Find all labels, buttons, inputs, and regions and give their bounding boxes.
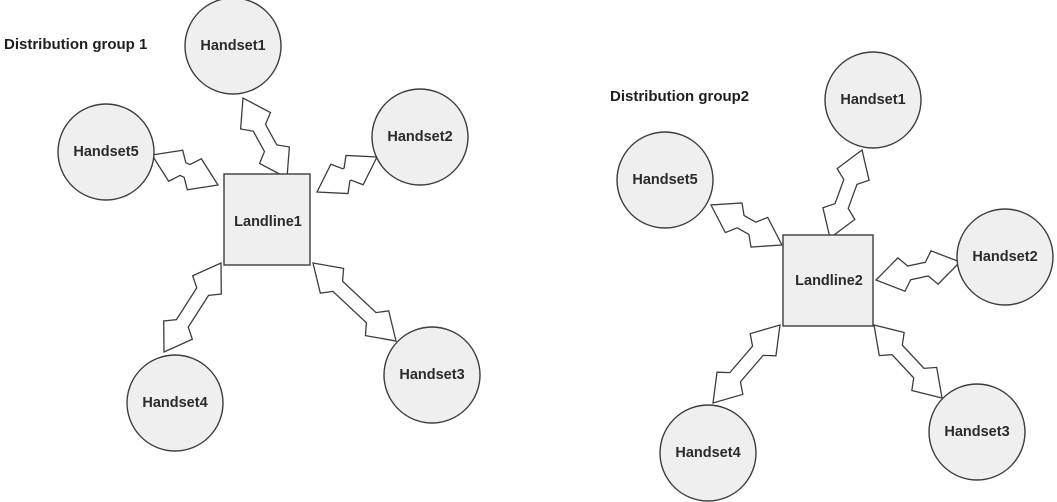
node-g1-handset4[interactable] xyxy=(126,354,224,452)
node-label-landline2: Landline2 xyxy=(795,273,863,289)
node-g2-handset2[interactable] xyxy=(956,208,1054,306)
node-label-g1-handset4: Handset4 xyxy=(142,395,207,411)
node-g1-handset2[interactable] xyxy=(371,88,469,186)
nodes-layer: Landline1Handset1Handset2Handset3Handset… xyxy=(57,0,1054,502)
node-label-landline1: Landline1 xyxy=(234,214,302,230)
node-label-g2-handset2: Handset2 xyxy=(972,249,1037,265)
g2-link-handset4[interactable] xyxy=(712,324,781,404)
node-label-g1-handset1: Handset1 xyxy=(200,38,265,54)
node-label-g1-handset3: Handset3 xyxy=(399,367,464,383)
node-g2-handset4[interactable] xyxy=(659,404,757,502)
node-label-g2-handset1: Handset1 xyxy=(840,92,905,108)
node-g1-handset5[interactable] xyxy=(57,103,155,201)
group-title-group-1: Distribution group 1 xyxy=(4,36,147,53)
node-g2-handset3[interactable] xyxy=(928,383,1026,481)
node-label-g2-handset3: Handset3 xyxy=(944,424,1009,440)
titles-layer: Distribution group 1 Distribution group2 xyxy=(4,36,749,105)
node-g1-handset3[interactable] xyxy=(383,326,481,424)
g1-link-handset3[interactable] xyxy=(312,262,397,342)
g1-link-handset1[interactable] xyxy=(239,96,291,180)
g1-link-handset4[interactable] xyxy=(163,261,222,354)
g2-link-handset1[interactable] xyxy=(822,148,870,240)
node-label-g2-handset5: Handset5 xyxy=(632,172,697,188)
node-g1-handset1[interactable] xyxy=(184,0,282,95)
node-label-g1-handset5: Handset5 xyxy=(73,144,138,160)
node-landline1[interactable] xyxy=(223,173,311,266)
g2-link-handset3[interactable] xyxy=(873,324,943,399)
node-label-g1-handset2: Handset2 xyxy=(387,129,452,145)
g2-link-handset2[interactable] xyxy=(874,250,962,292)
node-g2-handset5[interactable] xyxy=(616,131,714,229)
g1-link-handset2[interactable] xyxy=(315,154,379,195)
links-layer xyxy=(150,96,962,404)
g2-link-handset5[interactable] xyxy=(709,202,784,248)
group-title-group-2: Distribution group2 xyxy=(610,88,749,105)
g1-link-handset5[interactable] xyxy=(150,149,220,191)
node-landline2[interactable] xyxy=(782,234,874,327)
node-label-g2-handset4: Handset4 xyxy=(675,445,740,461)
node-g2-handset1[interactable] xyxy=(824,51,922,149)
